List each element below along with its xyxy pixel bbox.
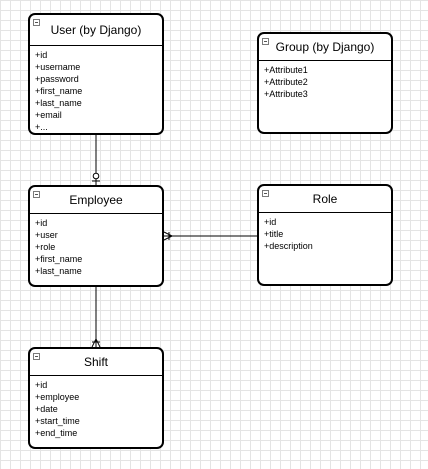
entity-user[interactable]: User (by Django) +id +username +password…	[28, 13, 164, 135]
attribute-password[interactable]: +password	[35, 74, 79, 84]
entity-shift[interactable]: Shift +id +employee +date +start_time +e…	[28, 347, 164, 449]
entity-role-title: Role	[312, 192, 338, 206]
attribute-last-name[interactable]: +last_name	[35, 266, 82, 276]
entity-shift-title: Shift	[83, 355, 108, 369]
attribute-email[interactable]: +email	[35, 110, 62, 120]
attribute-3[interactable]: +Attribute3	[264, 89, 308, 99]
entity-shift-header[interactable]: Shift	[30, 349, 162, 376]
attribute-last-name[interactable]: +last_name	[35, 98, 82, 108]
attribute-start-time[interactable]: +start_time	[35, 416, 80, 426]
attribute-1[interactable]: +Attribute1	[264, 65, 308, 75]
collapse-icon[interactable]	[33, 353, 40, 360]
entity-group-header[interactable]: Group (by Django)	[259, 34, 391, 61]
entity-user-attributes: +id +username +password +first_name +las…	[30, 46, 162, 133]
entity-role-attributes: +id +title +description	[259, 213, 391, 252]
attribute-username[interactable]: +username	[35, 62, 81, 72]
attribute-id[interactable]: +id	[264, 217, 277, 227]
collapse-icon[interactable]	[262, 190, 269, 197]
attribute-id[interactable]: +id	[35, 380, 48, 390]
entity-user-title: User (by Django)	[50, 23, 142, 37]
attribute-id[interactable]: +id	[35, 50, 48, 60]
attribute-more[interactable]: +...	[35, 122, 48, 132]
entity-shift-attributes: +id +employee +date +start_time +end_tim…	[30, 376, 162, 439]
connector-user-employee[interactable]	[92, 134, 100, 185]
entity-group-attributes: +Attribute1 +Attribute2 +Attribute3	[259, 61, 391, 100]
entity-employee-title: Employee	[69, 193, 123, 207]
attribute-2[interactable]: +Attribute2	[264, 77, 308, 87]
collapse-icon[interactable]	[33, 19, 40, 26]
entity-employee-attributes: +id +user +role +first_name +last_name	[30, 214, 162, 277]
attribute-title[interactable]: +title	[264, 229, 284, 239]
entity-employee-header[interactable]: Employee	[30, 187, 162, 214]
attribute-first-name[interactable]: +first_name	[35, 86, 83, 96]
entity-employee[interactable]: Employee +id +user +role +first_name +la…	[28, 185, 164, 287]
entity-group[interactable]: Group (by Django) +Attribute1 +Attribute…	[257, 32, 393, 134]
connector-role-employee[interactable]	[163, 231, 259, 241]
entity-group-title: Group (by Django)	[275, 40, 375, 54]
attribute-employee[interactable]: +employee	[35, 392, 80, 402]
attribute-description[interactable]: +description	[264, 241, 313, 251]
attribute-role[interactable]: +role	[35, 242, 56, 252]
crowfoot-right	[95, 338, 101, 348]
attribute-id[interactable]: +id	[35, 218, 48, 228]
connector-employee-shift[interactable]	[91, 286, 101, 348]
entity-role-header[interactable]: Role	[259, 186, 391, 213]
zero-circle-marker	[92, 172, 100, 180]
attribute-end-time[interactable]: +end_time	[35, 428, 78, 438]
attribute-user[interactable]: +user	[35, 230, 58, 240]
crowfoot-lower	[163, 235, 173, 241]
collapse-icon[interactable]	[262, 38, 269, 45]
entity-user-header[interactable]: User (by Django)	[30, 15, 162, 46]
attribute-date[interactable]: +date	[35, 404, 58, 414]
attribute-first-name[interactable]: +first_name	[35, 254, 83, 264]
crowfoot-upper	[163, 231, 173, 237]
crowfoot-left	[91, 338, 97, 348]
entity-role[interactable]: Role +id +title +description	[257, 184, 393, 286]
collapse-icon[interactable]	[33, 191, 40, 198]
